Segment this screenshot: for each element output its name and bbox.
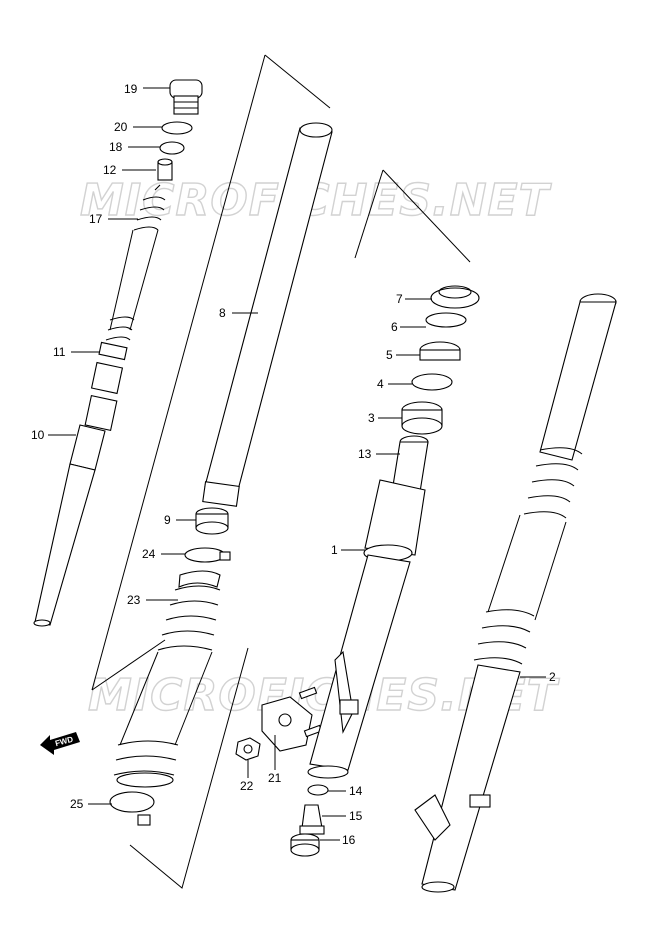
callout-23: 23	[127, 593, 141, 607]
outer-tube-right	[307, 479, 426, 779]
callout-6: 6	[391, 320, 398, 334]
boot-clamp-lower	[109, 791, 155, 826]
callout-19: 19	[124, 82, 138, 96]
slide-bush	[195, 507, 229, 535]
callout-1: 1	[331, 543, 338, 557]
callout-11: 11	[53, 345, 66, 359]
spacer	[157, 158, 173, 181]
bolt-gasket	[290, 833, 320, 857]
callout-8: 8	[219, 306, 226, 320]
callout-22: 22	[240, 779, 254, 793]
callout-17: 17	[89, 212, 103, 226]
callout-25: 25	[70, 797, 84, 811]
group-outline-left	[91, 54, 331, 889]
callout-10: 10	[31, 428, 45, 442]
callout-18: 18	[109, 140, 123, 154]
callout-3: 3	[368, 411, 375, 425]
fwd-arrow-icon: FWD	[40, 732, 80, 755]
dust-seal	[430, 285, 480, 309]
seal-washer	[411, 373, 453, 391]
washer	[159, 141, 185, 155]
callout-4: 4	[377, 377, 384, 391]
callout-13: 13	[358, 447, 372, 461]
callout-labels: 19 20 18 12 17 11 10 8 9 24 23 25 22 21 …	[31, 82, 556, 847]
fork-assembly-complete	[414, 293, 617, 893]
callout-5: 5	[386, 348, 393, 362]
damper-bolt	[299, 804, 325, 835]
leader-lines	[48, 87, 546, 841]
callout-14: 14	[349, 784, 363, 798]
inner-tube-left	[33, 424, 106, 627]
callout-15: 15	[349, 809, 363, 823]
callout-20: 20	[114, 120, 128, 134]
fork-boot	[113, 570, 221, 788]
callout-12: 12	[103, 163, 117, 177]
damper-rod	[84, 341, 128, 432]
oil-seal	[419, 341, 461, 361]
boot-clamp-upper	[184, 547, 231, 563]
inner-tube-long	[202, 122, 333, 507]
callout-24: 24	[142, 547, 156, 561]
drain-gasket	[307, 784, 329, 796]
callout-21: 21	[268, 771, 282, 785]
stopper-ring	[425, 312, 467, 328]
holder-nut	[235, 737, 261, 761]
fork-cap-bolt	[169, 79, 203, 115]
callout-2: 2	[549, 670, 556, 684]
fork-spring	[105, 184, 166, 341]
slide-bush-right	[391, 435, 429, 493]
callout-9: 9	[164, 513, 171, 527]
guide-bush	[401, 401, 443, 435]
callout-7: 7	[396, 292, 403, 306]
callout-16: 16	[342, 833, 356, 847]
o-ring	[161, 121, 193, 135]
group-outline-right	[354, 169, 471, 263]
